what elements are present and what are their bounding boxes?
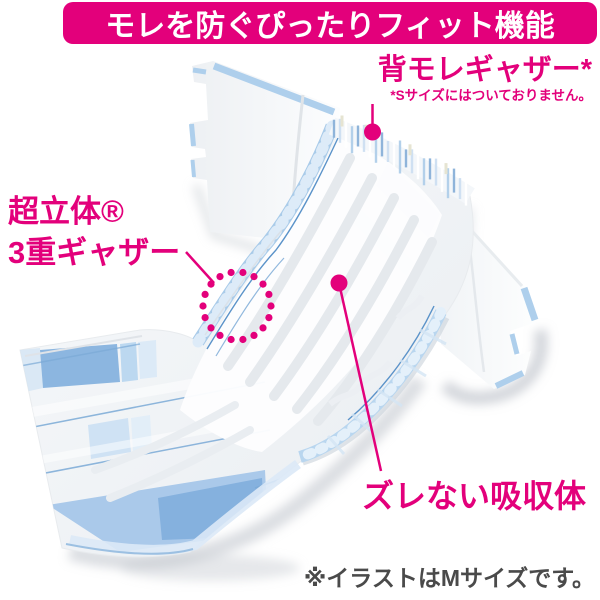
callout-back-gather-label: 背モレギャザー* [377,54,592,86]
callout-dot-back-gather [364,123,381,141]
bottom-edge-band [65,459,301,555]
callout-dot-absorber [330,274,348,292]
target-dot-circle [199,268,275,344]
callout-triple-gather-line2: 3重ギャザー [8,235,181,270]
callout-triple-gather-line1: 超立体® [8,194,124,229]
footer-note: ※イラストはMサイズです。 [303,565,595,591]
banner-title: モレを防ぐぴったりフィット機能 [105,10,555,43]
leg-gather-edge-right [295,305,450,466]
callout-graphics [185,104,383,472]
callout-triple-gather: 超立体® 3重ギャザー [8,191,180,273]
callout-back-gather: 背モレギャザー* *Sサイズにはついておりません。 [378,54,592,104]
feature-banner: モレを防ぐぴったりフィット機能 [63,2,597,44]
absorbent-core [91,136,442,502]
leg-gather-edge-left [192,120,339,357]
callout-absorber-label: ズレない吸収体 [362,478,587,514]
callout-line-absorber [337,282,383,472]
callout-line-triple-gather [185,251,215,284]
back-gather-pleats [328,115,475,206]
callout-back-gather-note: *Sサイズにはついておりません。 [390,88,592,103]
